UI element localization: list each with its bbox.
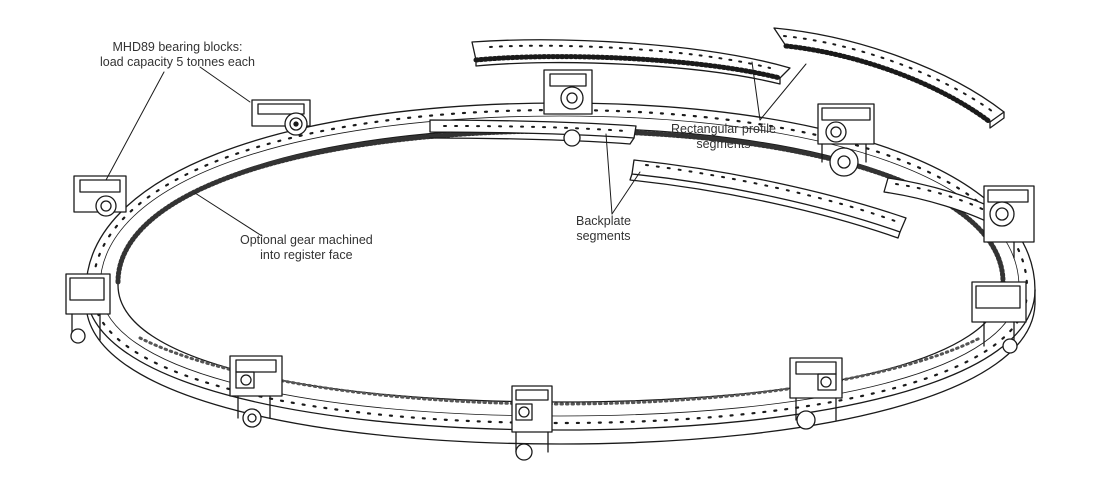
callout-backplate-line2: segments — [576, 229, 631, 243]
leader-backplate-2 — [611, 171, 641, 215]
leader-bearing-block-1 — [199, 66, 251, 103]
ring-outer-bottom-lower — [85, 303, 1036, 445]
bearing-block-right — [983, 185, 1035, 259]
leader-gear — [194, 192, 263, 237]
bearing-block-far-left — [65, 273, 111, 344]
callout-bearing-blocks-line2: load capacity 5 tonnes each — [100, 55, 255, 69]
ring-inner-bottom — [117, 284, 1004, 403]
ring-register-line — [99, 115, 1020, 288]
callout-rectangular-line1: Rectangular profile — [671, 122, 776, 136]
ring-bolt-holes-top — [91, 108, 1029, 290]
rack-segment-left — [471, 39, 791, 85]
callout-rectangular: Rectangular profile segments — [671, 122, 776, 152]
backplate-segment-lower — [629, 159, 907, 239]
callout-backplate: Backplate segments — [576, 214, 631, 244]
bearing-block-top-center — [543, 69, 593, 147]
main-ring — [85, 102, 1036, 445]
bearing-block-detached — [817, 103, 875, 177]
callout-bearing-blocks-line1: MHD89 bearing blocks: — [112, 40, 243, 54]
leader-bearing-block-2 — [105, 71, 165, 181]
callout-rectangular-line2: segments — [696, 137, 751, 151]
ring-register-line-bottom — [99, 286, 1020, 417]
bearing-block-far-right — [971, 281, 1027, 354]
backplate-segment-upper — [429, 119, 637, 145]
callout-gear-line2: into register face — [260, 248, 353, 262]
leader-rectangular-1 — [751, 61, 761, 121]
callout-backplate-line1: Backplate — [576, 214, 631, 228]
leader-lines — [105, 61, 807, 237]
bearing-block-bottom-left — [229, 355, 283, 428]
bearing-block-top-left — [251, 99, 311, 136]
bearing-block-bottom-center — [511, 385, 553, 461]
ring-outer-bottom — [85, 289, 1036, 431]
leader-backplate-1 — [605, 133, 613, 215]
rack-segment-right — [773, 27, 1005, 129]
callout-gear-line1: Optional gear machined — [240, 233, 373, 247]
bearing-block-bottom-right — [789, 357, 843, 430]
bearing-block-left — [73, 175, 127, 217]
leader-rectangular-2 — [759, 63, 807, 121]
callout-gear: Optional gear machined into register fac… — [240, 233, 373, 263]
callout-bearing-blocks: MHD89 bearing blocks: load capacity 5 to… — [100, 40, 255, 70]
